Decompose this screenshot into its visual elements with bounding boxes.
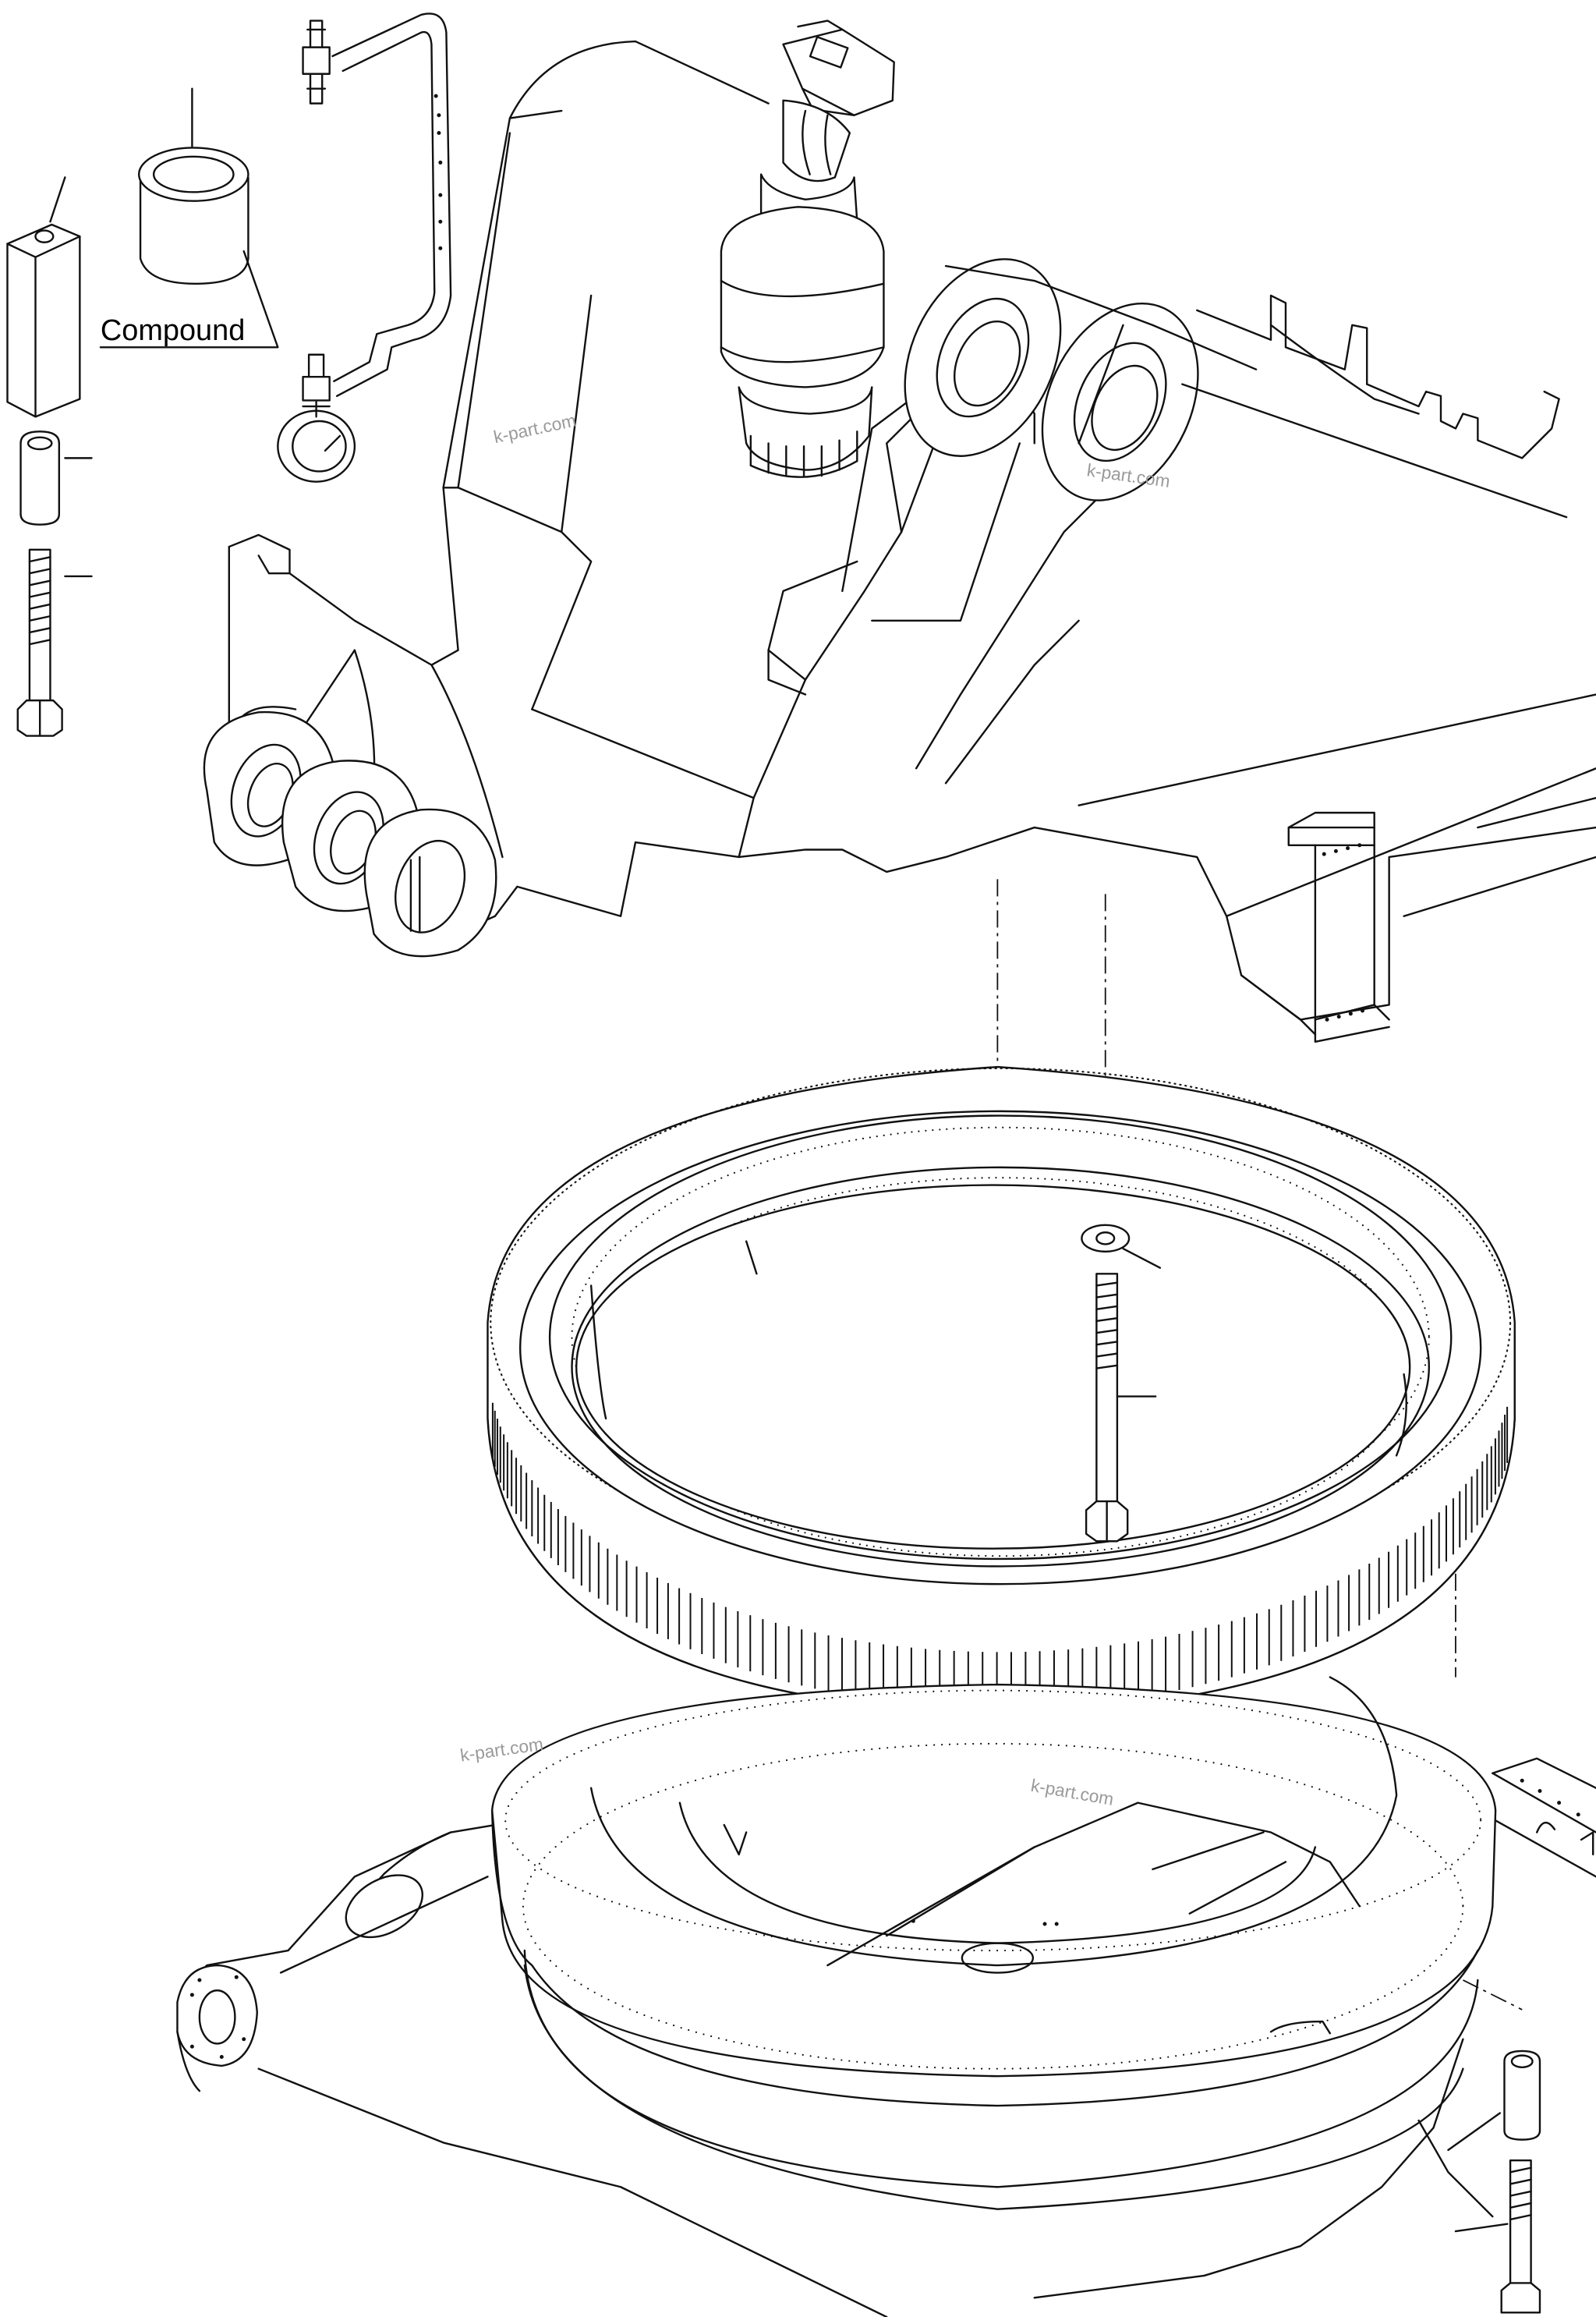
sealant-can-icon [101, 89, 278, 348]
spacer-block-icon [1448, 2051, 1540, 2150]
track-frame-icon [177, 1678, 1596, 2317]
spacer-block-icon [7, 177, 91, 576]
swing-circle-bearing-icon [487, 1067, 1514, 1714]
lower-bolt-axis-line [1456, 1574, 1522, 2010]
bolt-icon [1456, 2160, 1540, 2312]
watermark-text: k-part.com [492, 410, 578, 448]
grease-line-icon [303, 13, 451, 400]
compound-label: Compound [101, 314, 245, 347]
center-swivel-joint-icon [721, 21, 894, 477]
pressure-gauge-icon [278, 402, 355, 481]
gear-teeth [493, 1403, 1507, 1709]
bolt-icon [1086, 1274, 1155, 1541]
bolt-icon [18, 550, 62, 736]
washer-icon [1081, 1225, 1159, 1268]
upper-revolving-frame-icon [204, 41, 1596, 1042]
